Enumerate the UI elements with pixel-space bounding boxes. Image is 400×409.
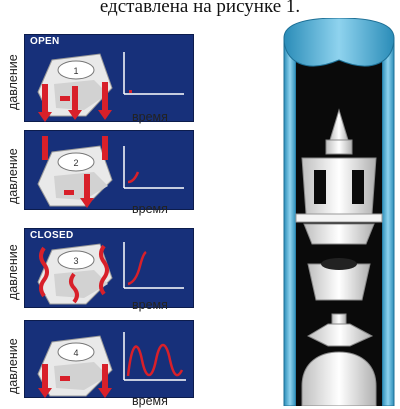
step-number: 1: [73, 66, 78, 76]
diagram-panel-2: 2: [24, 130, 194, 210]
diagram-panel-open: 1: [24, 34, 194, 122]
diagram-panel-4: 4: [24, 320, 194, 398]
y-axis-label: давление: [6, 338, 20, 394]
y-axis-label: давление: [6, 54, 20, 110]
valve-tube-cutaway: [280, 18, 398, 406]
state-closed-label: CLOSED: [30, 230, 73, 241]
pressure-curve: [129, 90, 132, 93]
caption-text: едставлена на рисунке 1.: [0, 0, 400, 18]
step-number: 2: [73, 158, 78, 168]
x-axis-label: время: [132, 202, 168, 216]
x-axis-label: время: [132, 298, 168, 312]
step-number: 3: [73, 256, 78, 266]
x-axis-label: время: [132, 394, 168, 408]
step-number: 4: [73, 348, 78, 358]
y-axis-label: давление: [6, 244, 20, 300]
x-axis-label: время: [132, 110, 168, 124]
state-open-label: OPEN: [30, 36, 60, 47]
y-axis-label: давление: [6, 148, 20, 204]
tube-top-cap: [284, 18, 394, 66]
